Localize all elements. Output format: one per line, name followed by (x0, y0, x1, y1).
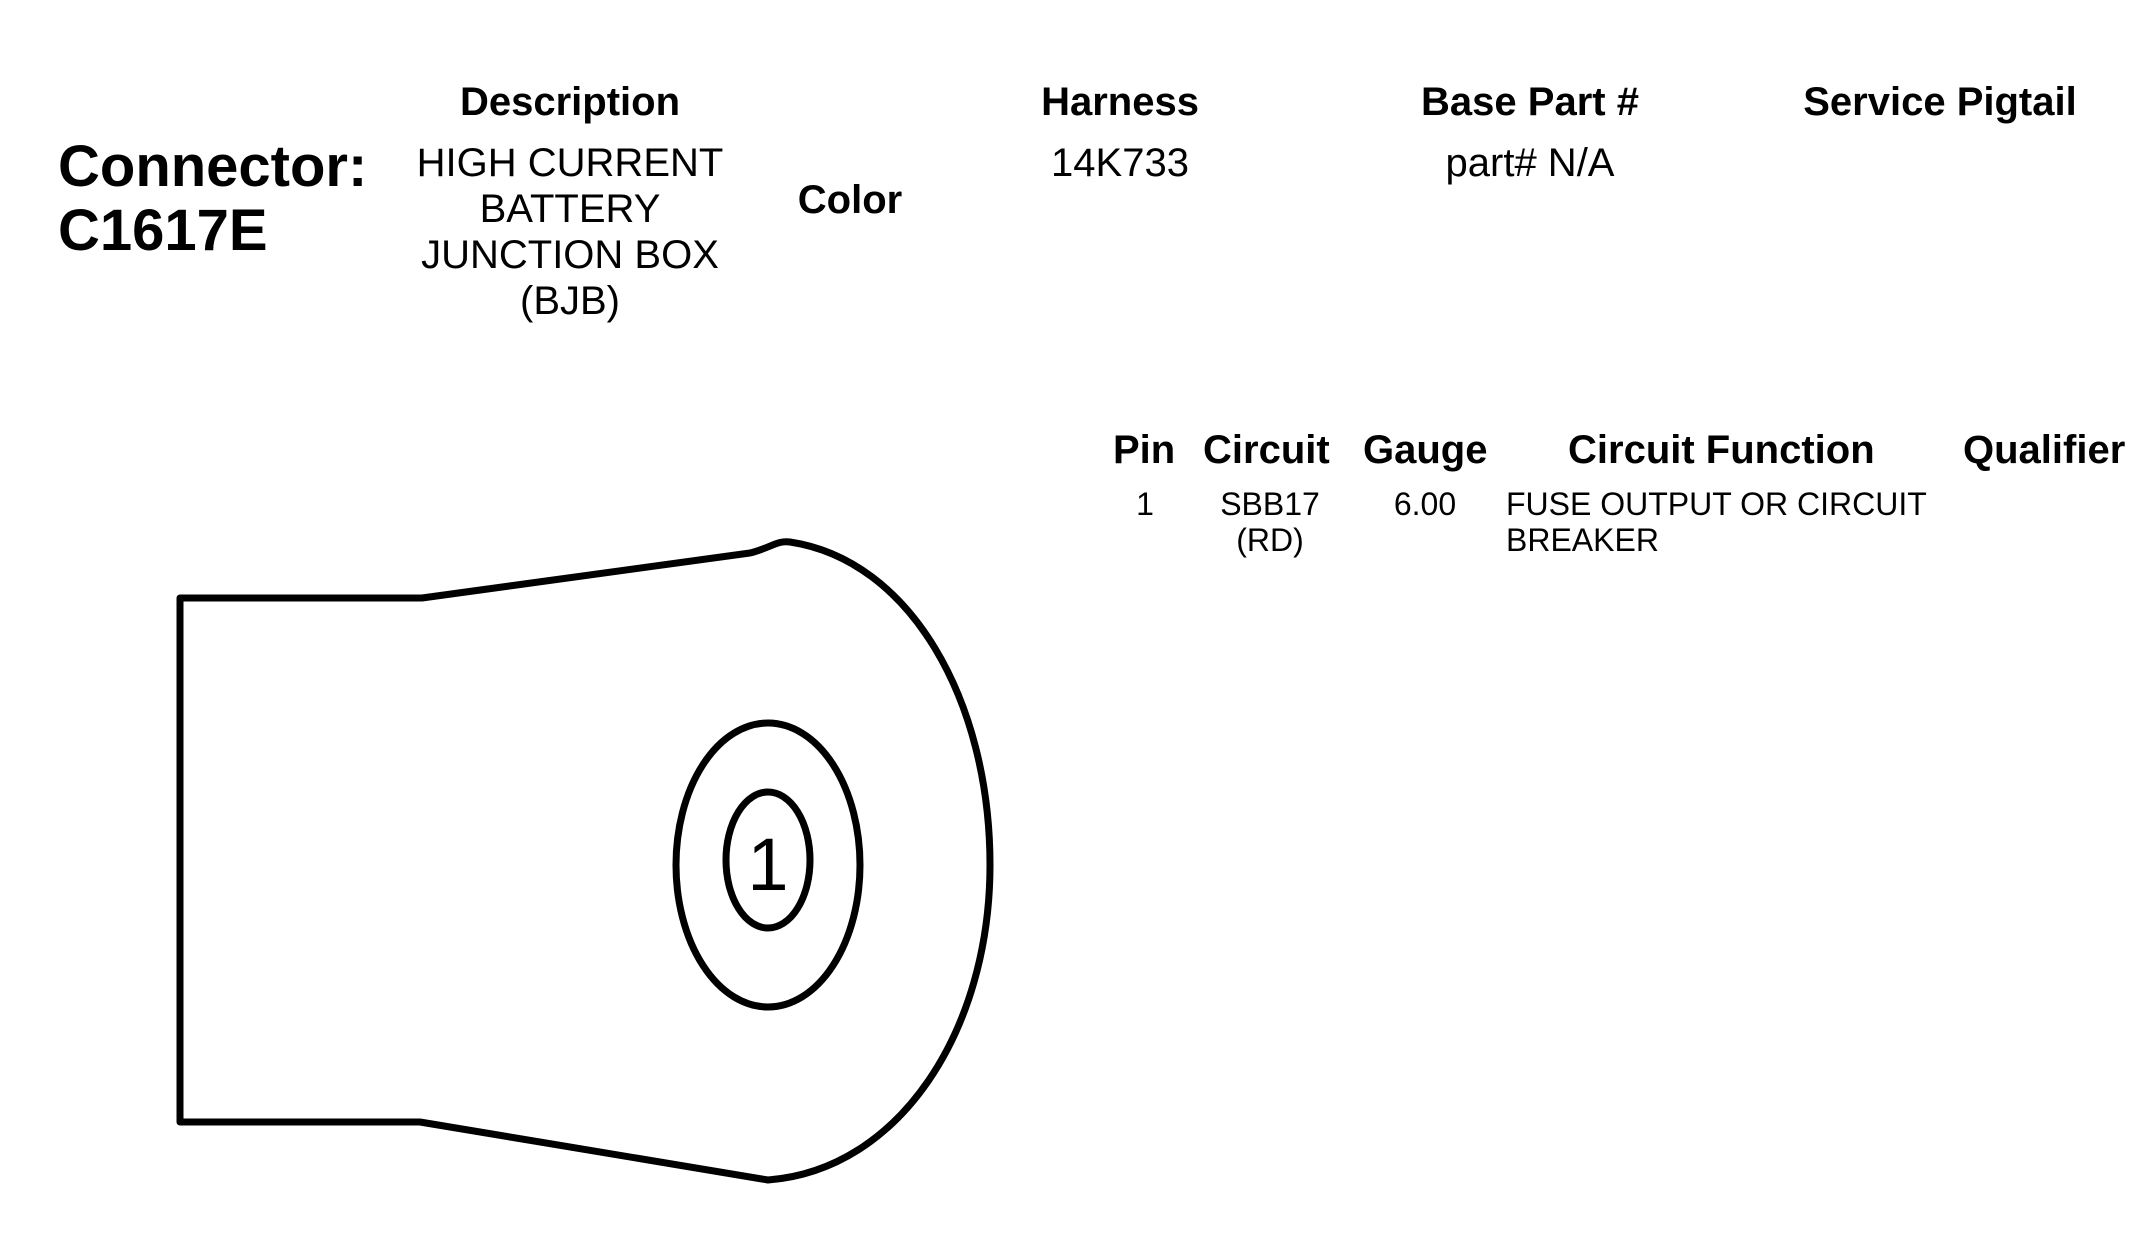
pin-label: 1 (747, 823, 788, 906)
base-part-value: part# N/A (1445, 141, 1615, 185)
pin-number: 1 (1136, 486, 1154, 522)
color-header: Color (797, 178, 903, 222)
circuit-value: SBB17 (RD) (1190, 486, 1350, 558)
description-line: (BJB) (520, 279, 620, 323)
circuit-function-value: FUSE OUTPUT OR CIRCUIT BREAKER (1506, 486, 1946, 558)
circuit-line: SBB17 (1220, 486, 1320, 522)
base-part-header: Base Part # (1421, 80, 1639, 124)
connector-label: Connector: (58, 134, 368, 199)
connector-title: Connector: C1617E (58, 135, 367, 263)
circuit-column-header: Circuit (1203, 428, 1330, 472)
terminal-inner-ring (722, 788, 814, 932)
harness-header: Harness (1041, 80, 1199, 124)
connector-id: C1617E (58, 198, 268, 263)
function-line: BREAKER (1506, 522, 1659, 558)
description-value: HIGH CURRENT BATTERY JUNCTION BOX (BJB) (380, 140, 760, 324)
description-line: JUNCTION BOX (421, 233, 719, 277)
description-line: BATTERY (479, 187, 661, 231)
gauge-value: 6.00 (1393, 486, 1457, 522)
circuit-function-column-header: Circuit Function (1568, 428, 1875, 472)
function-line: FUSE OUTPUT OR CIRCUIT (1506, 486, 1927, 522)
connector-housing-outline (176, 538, 994, 1184)
circuit-line: (RD) (1236, 522, 1304, 558)
gauge-column-header: Gauge (1363, 428, 1488, 472)
description-line: HIGH CURRENT (416, 141, 724, 185)
terminal-outer-ring (672, 719, 864, 1011)
harness-value: 14K733 (1051, 141, 1189, 185)
pin-column-header: Pin (1113, 428, 1176, 472)
service-pigtail-header: Service Pigtail (1803, 80, 2077, 124)
description-header: Description (459, 80, 681, 124)
qualifier-column-header: Qualifier (1963, 428, 2126, 472)
